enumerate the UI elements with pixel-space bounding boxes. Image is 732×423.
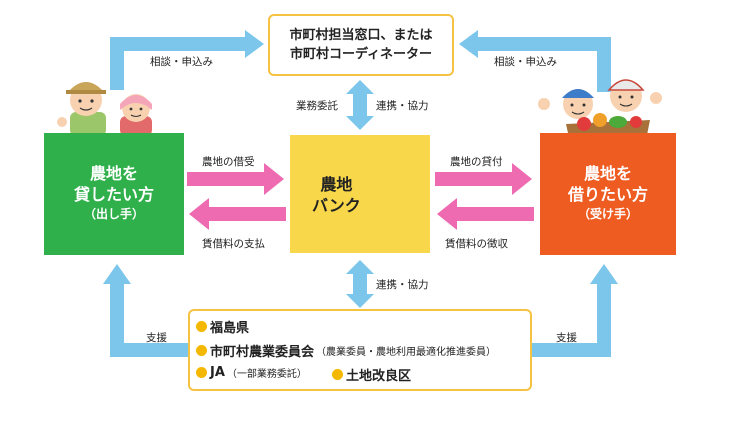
lender-line2: 貸したい方 xyxy=(73,185,154,204)
org-fukushima: 福島県 xyxy=(196,317,249,336)
borrower-box: 農地を 借りたい方 （受け手） xyxy=(540,133,676,255)
blue-arrow-support-left xyxy=(103,264,188,357)
pink-arrow-rent-collect xyxy=(437,198,534,230)
farmland-bank-box xyxy=(290,135,430,253)
blue-double-arrow-bottom xyxy=(346,260,374,308)
blue-arrow-left-to-top xyxy=(110,30,264,90)
label-rent-pay: 賃借料の支払 xyxy=(202,238,265,250)
lender-line1: 農地を xyxy=(89,164,138,183)
org-fukushima-label: 福島県 xyxy=(210,321,250,336)
borrower-line1: 農地を xyxy=(583,164,632,183)
label-coop-bottom: 連携・協力 xyxy=(376,279,429,291)
bullet-icon xyxy=(196,367,207,378)
borrower-line2: 借りたい方 xyxy=(567,185,648,204)
org-agri-committee-label: 市町村農業委員会 xyxy=(210,345,315,360)
blue-double-arrow-top xyxy=(346,80,374,130)
bullet-icon xyxy=(196,345,207,356)
support-organizations-box xyxy=(188,309,532,391)
org-ja-note: （一部業務委託） xyxy=(226,369,307,380)
org-land-improvement-label: 土地改良区 xyxy=(346,369,412,384)
lender-box: 農地を 貸したい方 （出し手） xyxy=(44,133,184,255)
label-consult-right: 相談・申込み xyxy=(494,56,557,68)
label-rent-collect: 賃借料の徴収 xyxy=(445,238,508,250)
pink-arrow-lease-in xyxy=(187,163,284,195)
org-land-improvement: 土地改良区 xyxy=(332,365,411,384)
blue-arrow-support-right xyxy=(532,264,618,357)
farmer-couple-illustration xyxy=(57,82,152,136)
farmland-bank-label: 農地 バンク xyxy=(312,174,361,216)
bullet-icon xyxy=(196,321,207,332)
pink-arrow-lease-out xyxy=(435,163,532,195)
municipal-contact-line1: 市町村担当窓口、または xyxy=(289,28,433,43)
label-support-left: 支援 xyxy=(146,332,167,344)
lender-line3: （出し手） xyxy=(83,207,144,221)
org-agri-committee-note: （農業委員・農地利用最適化推進委員） xyxy=(316,347,497,358)
label-lease-out: 農地の貸付 xyxy=(450,156,503,168)
label-lease-in: 農地の借受 xyxy=(202,156,255,168)
label-consult-left: 相談・申込み xyxy=(150,56,213,68)
farmland-bank-line1: 農地 xyxy=(320,175,353,194)
pink-arrow-rent-pay xyxy=(189,198,286,230)
org-ja: JA （一部業務委託） xyxy=(196,365,307,380)
bullet-icon xyxy=(332,369,343,380)
farmland-bank-line2: バンク xyxy=(312,196,361,215)
label-support-right: 支援 xyxy=(556,332,577,344)
label-coop-top: 連携・協力 xyxy=(376,100,429,112)
blue-arrow-right-to-top xyxy=(459,30,611,92)
label-outsource: 業務委託 xyxy=(296,100,338,112)
municipal-contact-box: 市町村担当窓口、または 市町村コーディネーター xyxy=(268,14,454,76)
org-agri-committee: 市町村農業委員会 （農業委員・農地利用最適化推進委員） xyxy=(196,341,496,360)
org-ja-label: JA xyxy=(210,365,225,380)
borrower-line3: （受け手） xyxy=(577,207,638,221)
municipal-contact-line2: 市町村コーディネーター xyxy=(289,47,433,62)
